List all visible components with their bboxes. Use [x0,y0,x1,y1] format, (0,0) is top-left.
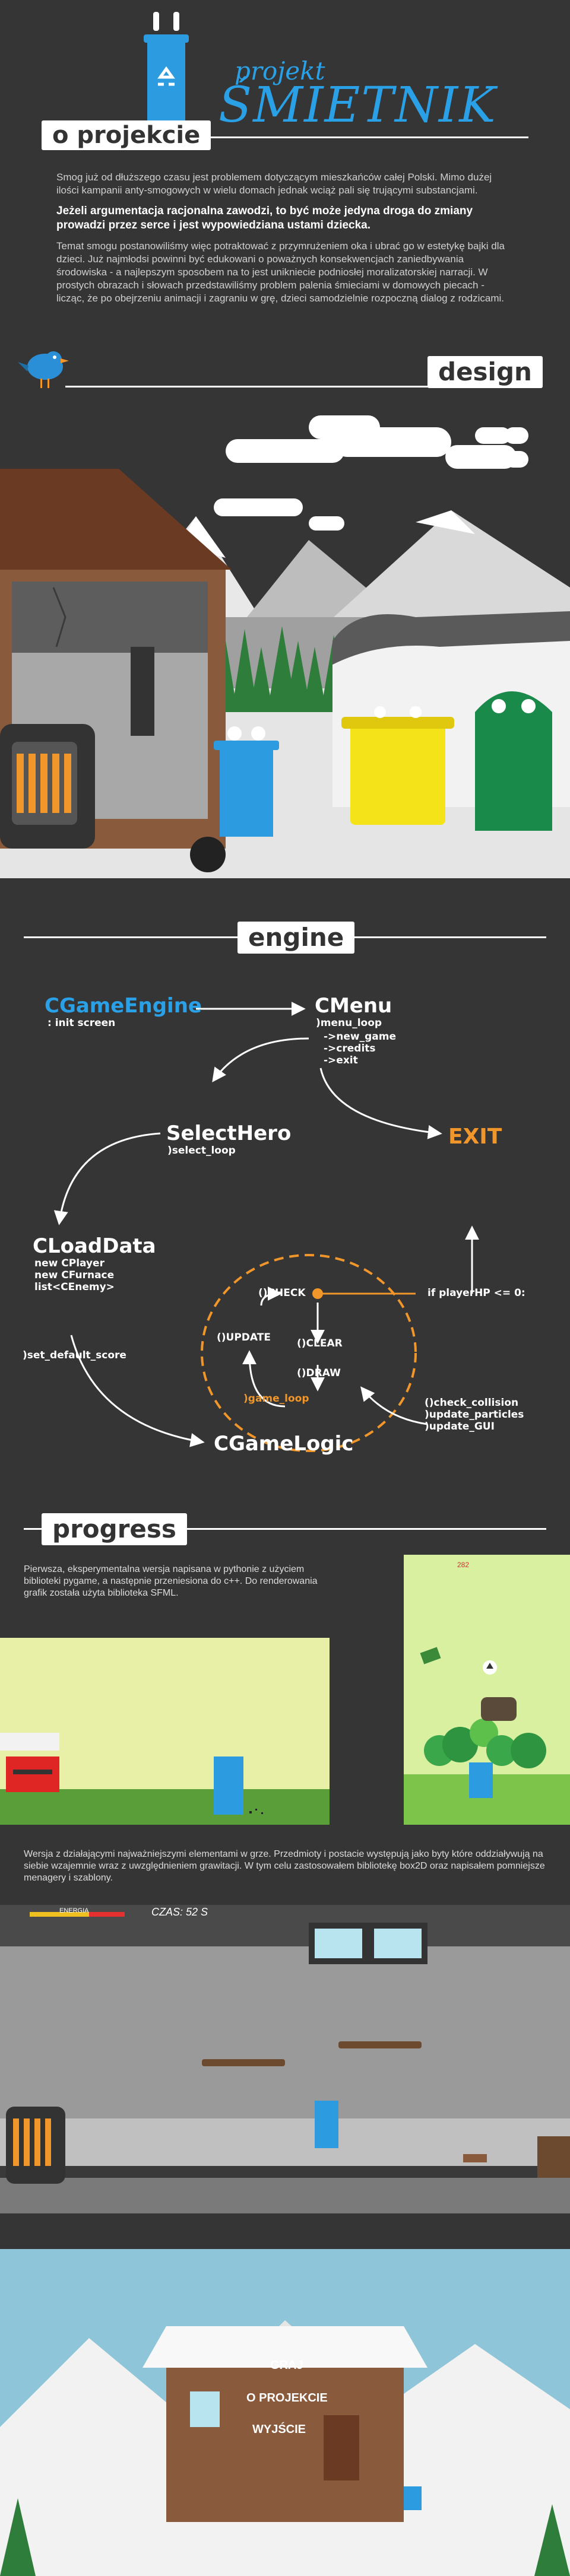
progress-text-2: Wersja z działającymi najważniejszymi el… [24,1849,545,1883]
menu-button-wyjscie[interactable]: WYJŚCIE [252,2423,306,2436]
intro-paragraph-3: Temat smogu postanowiliśmy więc potrakto… [56,240,505,304]
screenshot-pygame [0,1638,330,1825]
label-set-default-score: )set_default_score [23,1349,126,1361]
menu-button-graj[interactable]: GRAJ [270,2359,303,2372]
energia-label: ENERGIA [59,1907,89,1914]
section-label-engine: engine [238,922,355,954]
title-big: ŚMIETNIK [218,77,497,134]
label-if-playerhp: if playerHP <= 0: [428,1287,525,1299]
label-select-loop: )select_loop [167,1145,236,1157]
label-new-cplayer: new CPlayer [34,1257,104,1269]
progress-text-1: Pierwsza, eksperymentalna wersja napisan… [24,1564,318,1598]
label-init-screen: : init screen [48,1017,116,1029]
node-cloaddata: CLoadData [33,1234,156,1258]
intro-paragraph-1: Smog już od dłuższego czasu jest problem… [56,171,492,196]
trash-bin-logo-icon [144,12,189,131]
node-exit: EXIT [448,1125,502,1149]
design-illustration [0,392,570,878]
node-cmenu: CMenu [315,994,392,1018]
label-new-cfurnace: new CFurnace [34,1269,115,1281]
score-small: 282 [457,1561,470,1569]
label-update-particles: )update_particles [425,1409,524,1421]
label-draw: ()DRAW [297,1367,341,1379]
label-check-collision: ()check_collision [425,1397,519,1409]
czas-label: CZAS: 52 S [151,1906,208,1918]
node-cgamelogic: CGameLogic [214,1432,354,1456]
label-update-gui: )update_GUI [425,1421,495,1432]
intro-text: Smog już od dłuższego czasu jest problem… [56,171,514,312]
label-menu-loop: )menu_loop [316,1017,382,1029]
node-cgameengine: CGameEngine [45,994,202,1018]
engine-diagram-arrows [53,1002,479,1452]
section-label-progress: progress [42,1513,187,1545]
label-game-loop: )game_loop [243,1393,309,1405]
label-list-cenemy: list<CEnemy> [34,1281,115,1293]
bird-icon [18,351,69,388]
label-credits: ->credits [324,1043,376,1054]
section-label-design: design [428,356,543,388]
section-label-o-projekcie: o projekcie [42,120,211,150]
screenshot-menu [0,2249,570,2576]
menu-button-o-projekcie[interactable]: O PROJEKCIE [246,2391,328,2405]
header-underline [42,136,528,138]
progress-bar-line [24,1528,546,1530]
label-new-game: ->new_game [324,1031,397,1043]
intro-paragraph-2: Jeżeli argumentacja racjonalna zawodzi, … [56,205,473,231]
screenshot-box2d [0,1905,570,2213]
label-exit-opt: ->exit [324,1054,358,1066]
label-update: ()UPDATE [217,1332,271,1343]
label-check: ()CHECK [258,1287,306,1299]
design-bar [65,386,534,387]
title-small: projekt [235,56,325,85]
screenshot-early-mobile [404,1555,570,1825]
node-selecthero: SelectHero [166,1122,292,1145]
label-clear: ()CLEAR [297,1338,343,1349]
